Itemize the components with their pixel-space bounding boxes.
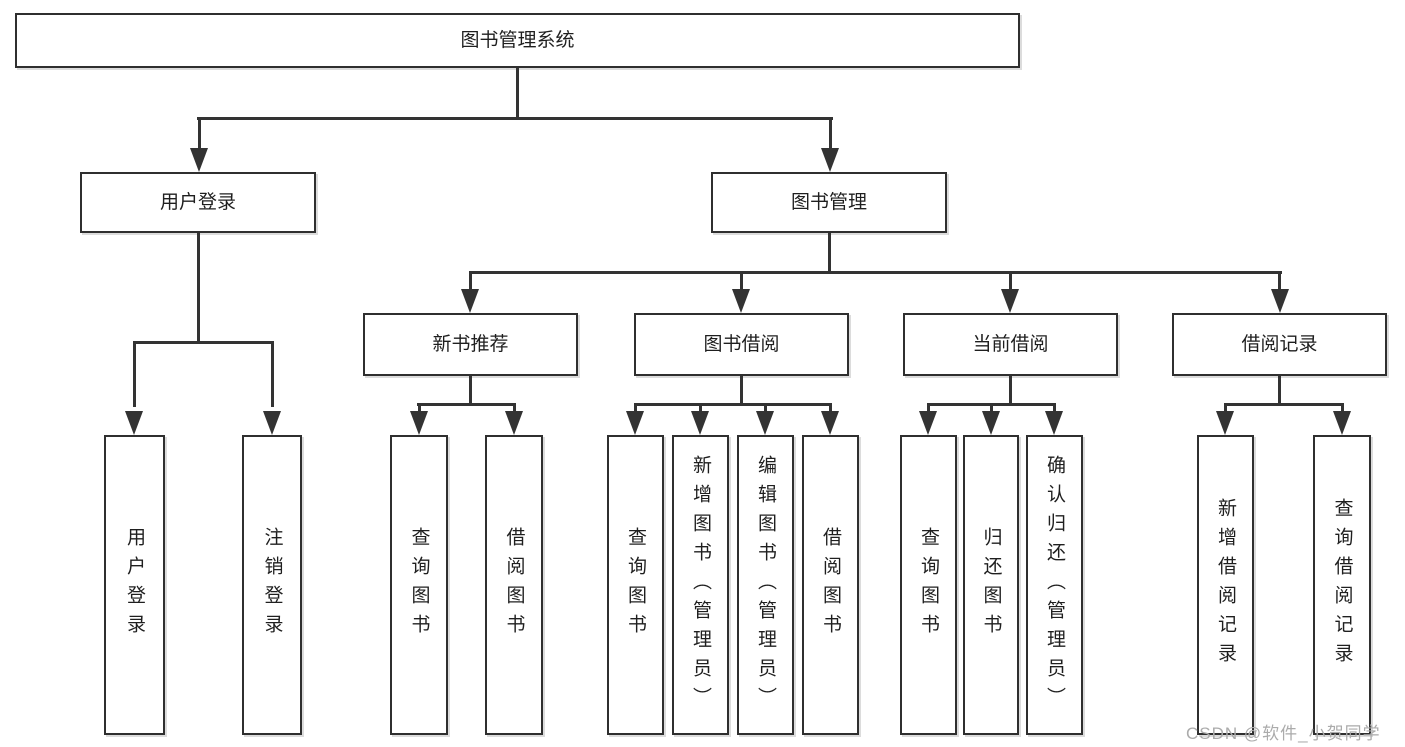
connector-to-leaf [513, 403, 516, 413]
leaf-borrow-books: 借阅图书 [802, 435, 859, 735]
leaf-query-books-recommend: 查询图书 [390, 435, 448, 735]
connector-user-login-branch [133, 341, 274, 344]
leaf-logout-login: 注销登录 [242, 435, 302, 735]
connector-to-book-management [829, 117, 832, 150]
connector-to-leaf [1224, 403, 1227, 413]
node-library-management-system: 图书管理系统 [15, 13, 1020, 68]
arrow-down-icon [732, 289, 750, 313]
arrow-down-icon [821, 411, 839, 435]
connector-borrow-branch [634, 403, 832, 406]
node-label: 新书推荐 [432, 334, 509, 355]
arrow-down-icon [919, 411, 937, 435]
arrow-down-icon [821, 148, 839, 172]
connector-to-leaf [990, 403, 993, 413]
connector-to-leaf [1341, 403, 1344, 413]
leaf-label: 确认归还（管理员） [1044, 454, 1065, 716]
leaf-user-login: 用户登录 [104, 435, 165, 735]
connector-book-management-stem [828, 233, 831, 272]
node-label: 图书借阅 [703, 334, 780, 355]
node-current-borrow: 当前借阅 [903, 313, 1118, 376]
leaf-label: 查询图书 [918, 527, 939, 643]
node-borrow-records: 借阅记录 [1172, 313, 1387, 376]
leaf-edit-books-admin: 编辑图书（管理员） [737, 435, 794, 735]
leaf-label: 查询借阅记录 [1331, 498, 1353, 672]
leaf-label: 借阅图书 [820, 527, 841, 643]
csdn-watermark: CSDN @软件_小贺同学 [1186, 724, 1381, 743]
connector-to-leaf [764, 403, 767, 413]
arrow-down-icon [1045, 411, 1063, 435]
leaf-borrow-books-recommend: 借阅图书 [485, 435, 543, 735]
node-label: 借阅记录 [1241, 334, 1318, 355]
leaf-label: 注销登录 [261, 527, 283, 643]
connector-book-management-branch [469, 271, 1282, 274]
connector-user-login-stem [197, 233, 200, 344]
connector-root-branch [197, 117, 833, 120]
leaf-add-books-admin: 新增图书（管理员） [672, 435, 729, 735]
connector-to-node [740, 271, 743, 289]
connector-to-leaf [133, 341, 136, 407]
connector-to-leaf [927, 403, 930, 413]
arrow-down-icon [125, 411, 143, 435]
leaf-label: 新增图书（管理员） [690, 454, 711, 716]
node-new-book-recommend: 新书推荐 [363, 313, 578, 376]
node-label: 当前借阅 [972, 334, 1049, 355]
leaf-add-borrow-record: 新增借阅记录 [1197, 435, 1254, 735]
connector-to-node [469, 271, 472, 289]
leaf-query-borrow-record: 查询借阅记录 [1313, 435, 1371, 735]
arrow-down-icon [1001, 289, 1019, 313]
connector-to-node [1278, 271, 1281, 289]
arrow-down-icon [505, 411, 523, 435]
arrow-down-icon [263, 411, 281, 435]
arrow-down-icon [1271, 289, 1289, 313]
leaf-label: 借阅图书 [503, 527, 525, 643]
connector-to-node [1009, 271, 1012, 289]
connector-root-stem [516, 68, 519, 118]
node-book-management: 图书管理 [711, 172, 947, 233]
node-book-borrow: 图书借阅 [634, 313, 849, 376]
connector-to-leaf [699, 403, 702, 413]
leaf-label: 查询图书 [408, 527, 430, 643]
connector-to-leaf [1053, 403, 1056, 413]
leaf-confirm-return-admin: 确认归还（管理员） [1026, 435, 1083, 735]
connector-to-leaf [634, 403, 637, 413]
connector-to-leaf [271, 341, 274, 407]
arrow-down-icon [756, 411, 774, 435]
leaf-label: 编辑图书（管理员） [755, 454, 776, 716]
arrow-down-icon [982, 411, 1000, 435]
connector-records-branch [1224, 403, 1344, 406]
leaf-label: 用户登录 [124, 527, 145, 643]
node-user-login: 用户登录 [80, 172, 316, 233]
connector-to-leaf [829, 403, 832, 413]
leaf-label: 归还图书 [980, 527, 1002, 643]
arrow-down-icon [626, 411, 644, 435]
leaf-query-books-current: 查询图书 [900, 435, 957, 735]
arrow-down-icon [190, 148, 208, 172]
connector-to-user-login [198, 117, 201, 150]
node-label: 图书管理 [790, 192, 867, 213]
leaf-return-books: 归还图书 [963, 435, 1019, 735]
node-label: 用户登录 [159, 192, 236, 213]
leaf-label: 查询图书 [625, 527, 646, 643]
arrow-down-icon [1333, 411, 1351, 435]
connector-recommend-stem [469, 376, 472, 406]
leaf-query-books-borrow: 查询图书 [607, 435, 664, 735]
arrow-down-icon [691, 411, 709, 435]
arrow-down-icon [1216, 411, 1234, 435]
connector-to-leaf [418, 403, 421, 413]
connector-records-stem [1278, 376, 1281, 406]
connector-current-stem [1009, 376, 1012, 406]
leaf-label: 新增借阅记录 [1215, 498, 1236, 672]
arrow-down-icon [461, 289, 479, 313]
connector-recommend-branch [417, 403, 516, 406]
arrow-down-icon [410, 411, 428, 435]
node-label: 图书管理系统 [460, 30, 575, 51]
connector-borrow-stem [740, 376, 743, 406]
